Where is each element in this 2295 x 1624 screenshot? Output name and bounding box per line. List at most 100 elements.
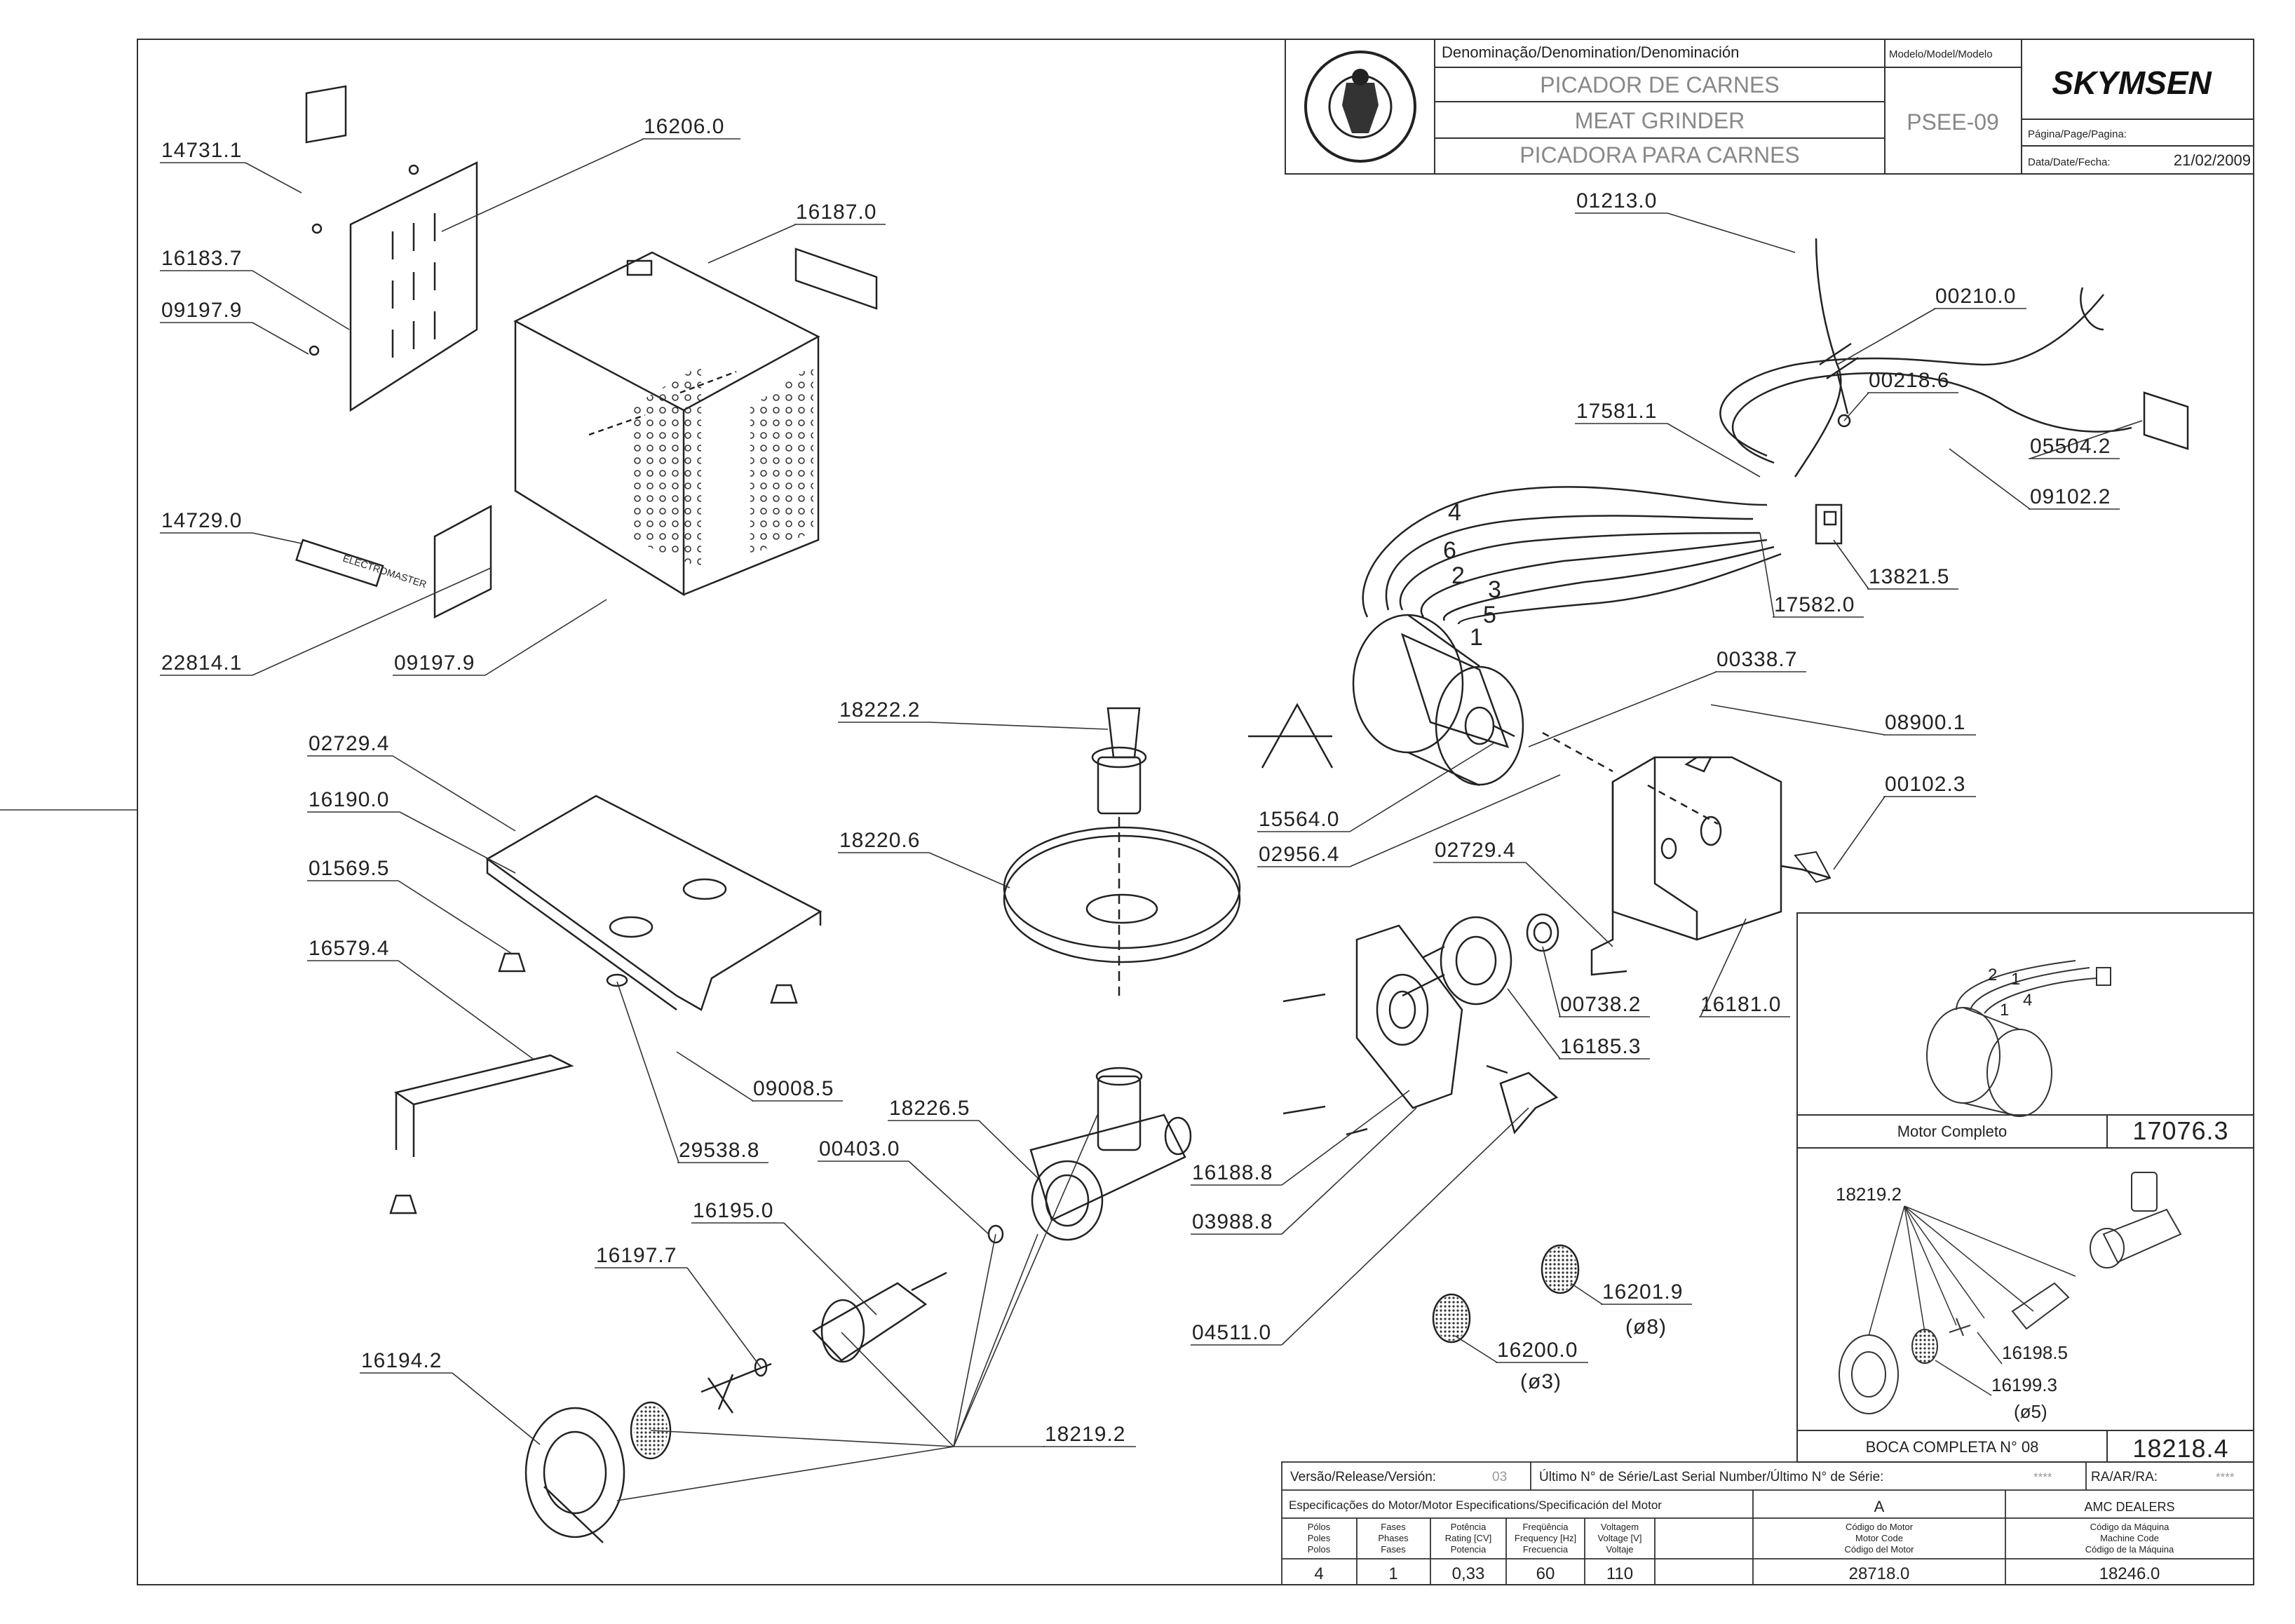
authorized-service-seal — [1304, 50, 1416, 163]
parts-drawings — [295, 85, 2189, 1543]
boca-complete-code: 18218.4 — [2132, 1434, 2228, 1463]
leader-line — [783, 1222, 877, 1315]
name-spanish: PICADORA PARA CARNES — [1519, 142, 1800, 168]
leader-lines — [160, 138, 2143, 1501]
view-a-label: A — [1290, 763, 1291, 765]
part-label-02956.4: 02956.4 — [1259, 843, 1339, 866]
part-label-00338.7: 00338.7 — [1717, 648, 1797, 671]
leader-line — [978, 1120, 1038, 1179]
spec-value-cell: 110 — [1606, 1564, 1633, 1583]
leader-line — [1904, 1205, 1985, 1319]
leader-line — [245, 162, 302, 194]
leader-line — [1977, 1332, 2003, 1365]
leader-line — [1281, 1090, 1410, 1186]
brand-logo: SKYMSEN — [2052, 65, 2212, 101]
name-portuguese: PICADOR DE CARNES — [1540, 72, 1779, 97]
leader-line — [252, 532, 302, 544]
leader-line — [1833, 539, 1869, 590]
leader-line — [1833, 796, 1886, 870]
part-label-16579.4: 16579.4 — [309, 937, 389, 960]
wire-number: 4 — [1448, 499, 1461, 526]
part-label-29538.8: 29538.8 — [679, 1139, 759, 1162]
leader-line — [1935, 1360, 1992, 1396]
spec-header-cell: Potencia — [1451, 1544, 1487, 1555]
part-label-14731.1: 14731.1 — [161, 139, 242, 162]
part-label-09102.2: 09102.2 — [2030, 485, 2111, 508]
drawing-frame — [0, 39, 2254, 1585]
part-label-01213.0: 01213.0 — [1576, 189, 1657, 212]
leader-line — [650, 1430, 954, 1447]
leader-line — [1281, 1107, 1417, 1235]
title-block — [1285, 39, 2254, 175]
inset-wire-number: 4 — [2023, 991, 2032, 1010]
part-label-14729.0: 14729.0 — [161, 509, 242, 532]
motor-complete-inset — [1796, 912, 2254, 1149]
part-label-08900.1: 08900.1 — [1885, 711, 1965, 734]
part-labels: 14731.116206.016187.016183.709197.914729… — [161, 115, 2111, 1446]
part-label-05504.2: 05504.2 — [2030, 435, 2111, 458]
part-label-16197.7: 16197.7 — [596, 1244, 677, 1267]
spec-header-cell: Motor Code — [1855, 1533, 1903, 1543]
part-label-17582.0: 17582.0 — [1774, 593, 1855, 616]
spec-header-cell: Voltaje — [1606, 1544, 1633, 1555]
version-label: Versão/Release/Versión: — [1290, 1470, 1436, 1484]
leader-line — [1454, 1335, 1498, 1363]
part-label-16181.0: 16181.0 — [1700, 993, 1781, 1016]
leader-line — [398, 960, 534, 1060]
part-label-16195.0: 16195.0 — [693, 1199, 773, 1222]
leader-line — [441, 138, 644, 232]
boca-complete-title: BOCA COMPLETA N° 08 — [1866, 1438, 2039, 1456]
leader-line — [616, 981, 679, 1163]
date-value: 21/02/2009 — [2174, 151, 2251, 169]
leader-line — [1700, 918, 1747, 1017]
page-label: Página/Page/Pagina: — [2028, 128, 2127, 140]
spec-header-cell: Voltagem — [1601, 1522, 1639, 1532]
part-label-13821.5: 13821.5 — [1869, 565, 1949, 588]
leader-line — [708, 224, 797, 264]
spec-header-cell: Código da Máquina — [2090, 1522, 2170, 1532]
spec-value-cell: 28718.0 — [1849, 1564, 1910, 1583]
leader-line — [1904, 1205, 2034, 1312]
leader-line — [2029, 420, 2143, 459]
inset-part-label: (ø5) — [2014, 1401, 2047, 1422]
part-label-18222.2: 18222.2 — [839, 698, 920, 722]
inset-part-label: 18219.2 — [1836, 1184, 1902, 1205]
inset-wire-number: 1 — [2000, 1001, 2009, 1020]
spec-header-cell: Polos — [1308, 1544, 1331, 1555]
leader-line — [928, 852, 1010, 888]
inset-wire-number: 2 — [1988, 966, 1997, 984]
leader-line — [953, 1233, 1038, 1447]
part-label-00403.0: 00403.0 — [819, 1137, 900, 1161]
leader-line — [1281, 1107, 1529, 1346]
leader-line — [928, 722, 1109, 730]
part-label-03988.8: 03988.8 — [1192, 1210, 1273, 1233]
model-header: Modelo/Model/Modelo — [1889, 48, 1993, 60]
leader-line — [1542, 946, 1561, 1017]
serial-value: **** — [2033, 1470, 2052, 1484]
part-label-16183.7: 16183.7 — [161, 247, 242, 270]
part-label-09197.9: 09197.9 — [161, 299, 242, 322]
spec-header-cell: Pólos — [1308, 1522, 1331, 1532]
part-label-02729.4: 02729.4 — [309, 732, 389, 755]
spec-value-cell: 60 — [1536, 1564, 1555, 1583]
spec-header-cell: Código do Motor — [1846, 1522, 1914, 1532]
leader-line — [1836, 308, 1936, 365]
leader-line — [1904, 1205, 1925, 1333]
part-label-18226.5: 18226.5 — [889, 1097, 970, 1120]
perforations — [631, 365, 1577, 1456]
leader-line — [252, 322, 309, 355]
leader-line — [1507, 988, 1561, 1060]
spec-header-cell: Frequency [Hz] — [1515, 1533, 1576, 1543]
part-label-8: (ø8) — [1625, 1315, 1667, 1339]
leader-line — [1667, 423, 1761, 478]
spec-value-cell: 0,33 — [1452, 1564, 1485, 1583]
part-label-16185.3: 16185.3 — [1560, 1035, 1641, 1058]
spec-header-cell: Código de la Máquina — [2085, 1544, 2174, 1555]
wire-number: 5 — [1483, 602, 1496, 628]
leader-line — [1904, 1205, 1957, 1326]
part-label-18220.6: 18220.6 — [839, 829, 920, 852]
leader-line — [252, 567, 492, 676]
wire-number: 2 — [1451, 562, 1465, 589]
